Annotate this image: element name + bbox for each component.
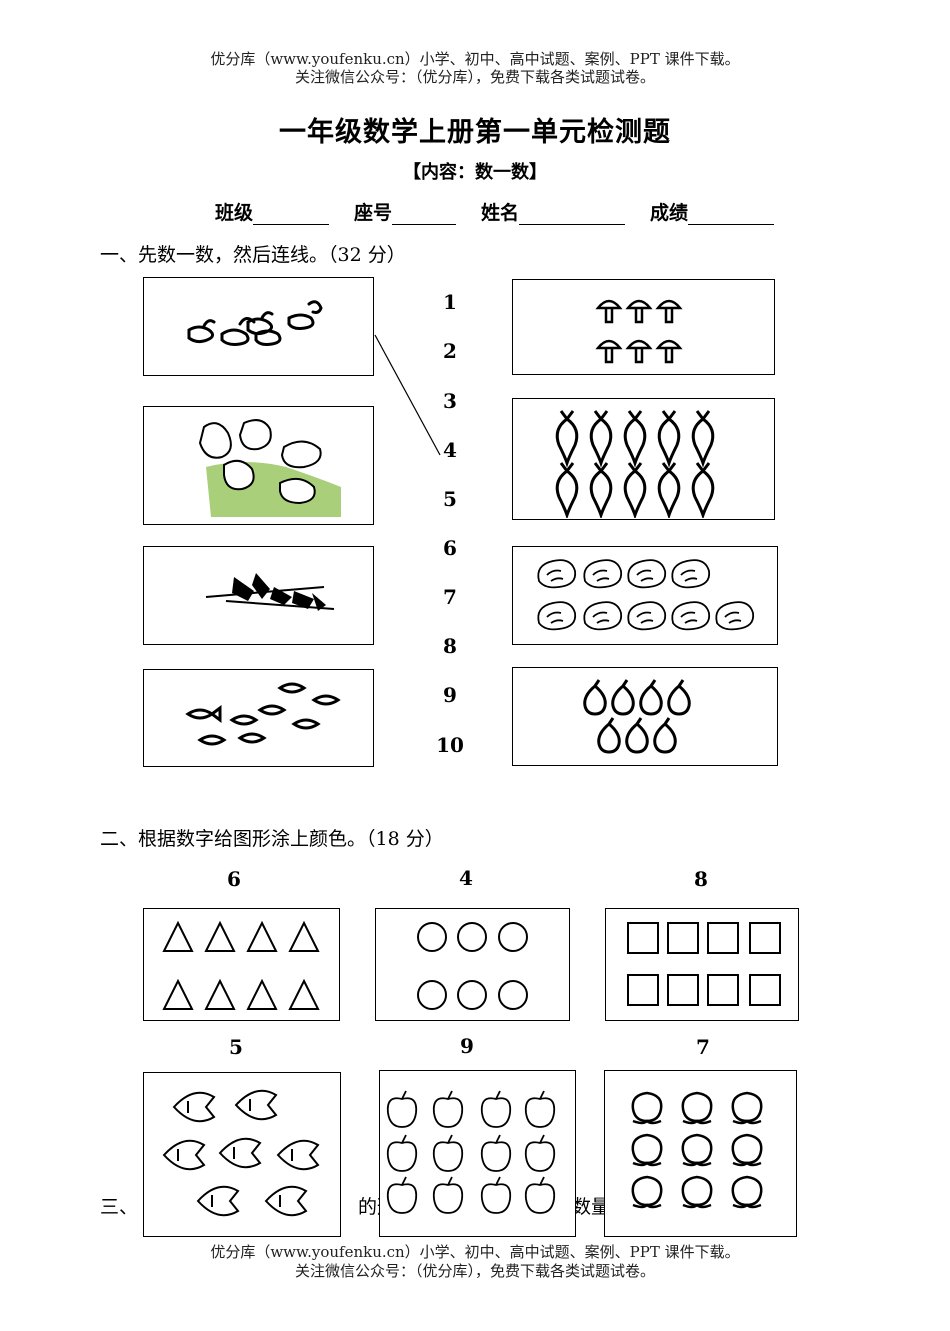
- circles-shapes: [417, 922, 528, 1010]
- section2-heading: 二、根据数字给图形涂上颜色。（18 分）: [100, 828, 444, 850]
- page-subtitle: 【内容：数一数】: [403, 162, 547, 183]
- fish-shapes-box[interactable]: [143, 1072, 341, 1237]
- ducks-picture-box[interactable]: [143, 277, 374, 376]
- pears-picture-box[interactable]: [512, 667, 778, 766]
- peach-shapes: [631, 1091, 763, 1209]
- color-count-apples: 9: [460, 1034, 474, 1058]
- score-blank[interactable]: [688, 204, 775, 225]
- radishes-picture: [555, 410, 715, 518]
- header-line-1: 优分库（www.youfenku.cn）小学、初中、高中试题、案例、PPT 课件…: [210, 50, 740, 68]
- name-field: 姓名: [481, 198, 626, 225]
- class-label: 班级: [215, 202, 254, 224]
- squares-box[interactable]: [605, 908, 799, 1021]
- number-4[interactable]: 4: [443, 438, 457, 462]
- page-title: 一年级数学上册第一单元检测题: [279, 117, 671, 148]
- swallows-picture: [205, 573, 335, 611]
- ducks-picture: [187, 300, 323, 346]
- class-blank[interactable]: [253, 204, 330, 225]
- seat-field: 座号: [354, 198, 457, 225]
- number-3[interactable]: 3: [443, 389, 457, 413]
- cabbages-picture-box[interactable]: [512, 546, 778, 645]
- footer-line-2: 关注微信公众号：（优分库），免费下载各类试题试卷。: [294, 1262, 655, 1280]
- peaches-box[interactable]: [604, 1070, 797, 1237]
- name-label: 姓名: [481, 202, 520, 224]
- triangles-box[interactable]: [143, 908, 340, 1021]
- cabbages-picture: [537, 559, 755, 631]
- apples-box[interactable]: [379, 1070, 576, 1237]
- pigeons-picture-box[interactable]: [143, 406, 374, 525]
- class-field: 班级: [215, 198, 330, 225]
- connection-line: [374, 334, 441, 456]
- number-8[interactable]: 8: [443, 634, 457, 658]
- number-6[interactable]: 6: [443, 536, 457, 560]
- color-count-fish: 5: [229, 1035, 243, 1059]
- squares-shapes: [627, 922, 781, 1006]
- seat-label: 座号: [354, 202, 393, 224]
- number-9[interactable]: 9: [443, 683, 457, 707]
- number-1[interactable]: 1: [443, 290, 457, 314]
- pigeons-picture: [198, 419, 341, 517]
- radishes-picture-box[interactable]: [512, 398, 775, 520]
- score-field: 成绩: [650, 198, 775, 225]
- number-2[interactable]: 2: [443, 339, 457, 363]
- color-count-squares: 8: [694, 867, 708, 891]
- seat-blank[interactable]: [392, 204, 457, 225]
- apple-shapes: [386, 1090, 556, 1214]
- number-5[interactable]: 5: [443, 487, 457, 511]
- color-count-triangles: 6: [227, 867, 241, 891]
- mushrooms-picture-box[interactable]: [512, 279, 775, 375]
- color-count-circles: 4: [459, 866, 473, 890]
- footer-line-1: 优分库（www.youfenku.cn）小学、初中、高中试题、案例、PPT 课件…: [210, 1243, 740, 1261]
- pears-picture: [583, 679, 691, 754]
- section1-heading: 一、先数一数，然后连线。（32 分）: [100, 244, 406, 266]
- header-line-2: 关注微信公众号：（优分库），免费下载各类试题试卷。: [294, 68, 655, 86]
- circles-box[interactable]: [375, 908, 570, 1021]
- name-blank[interactable]: [519, 204, 626, 225]
- fish-picture: [185, 682, 341, 746]
- swallows-picture-box[interactable]: [143, 546, 374, 645]
- section3-fragment-right: 数量: [572, 1196, 611, 1218]
- color-count-peaches: 7: [696, 1035, 710, 1059]
- number-7[interactable]: 7: [443, 585, 457, 609]
- triangles-shapes: [162, 920, 320, 1010]
- section3-prefix: 三、: [100, 1196, 139, 1218]
- score-label: 成绩: [650, 202, 689, 224]
- fish-picture-box[interactable]: [143, 669, 374, 767]
- number-10[interactable]: 10: [436, 733, 464, 757]
- fish-shapes: [162, 1089, 320, 1217]
- mushrooms-picture: [595, 299, 683, 364]
